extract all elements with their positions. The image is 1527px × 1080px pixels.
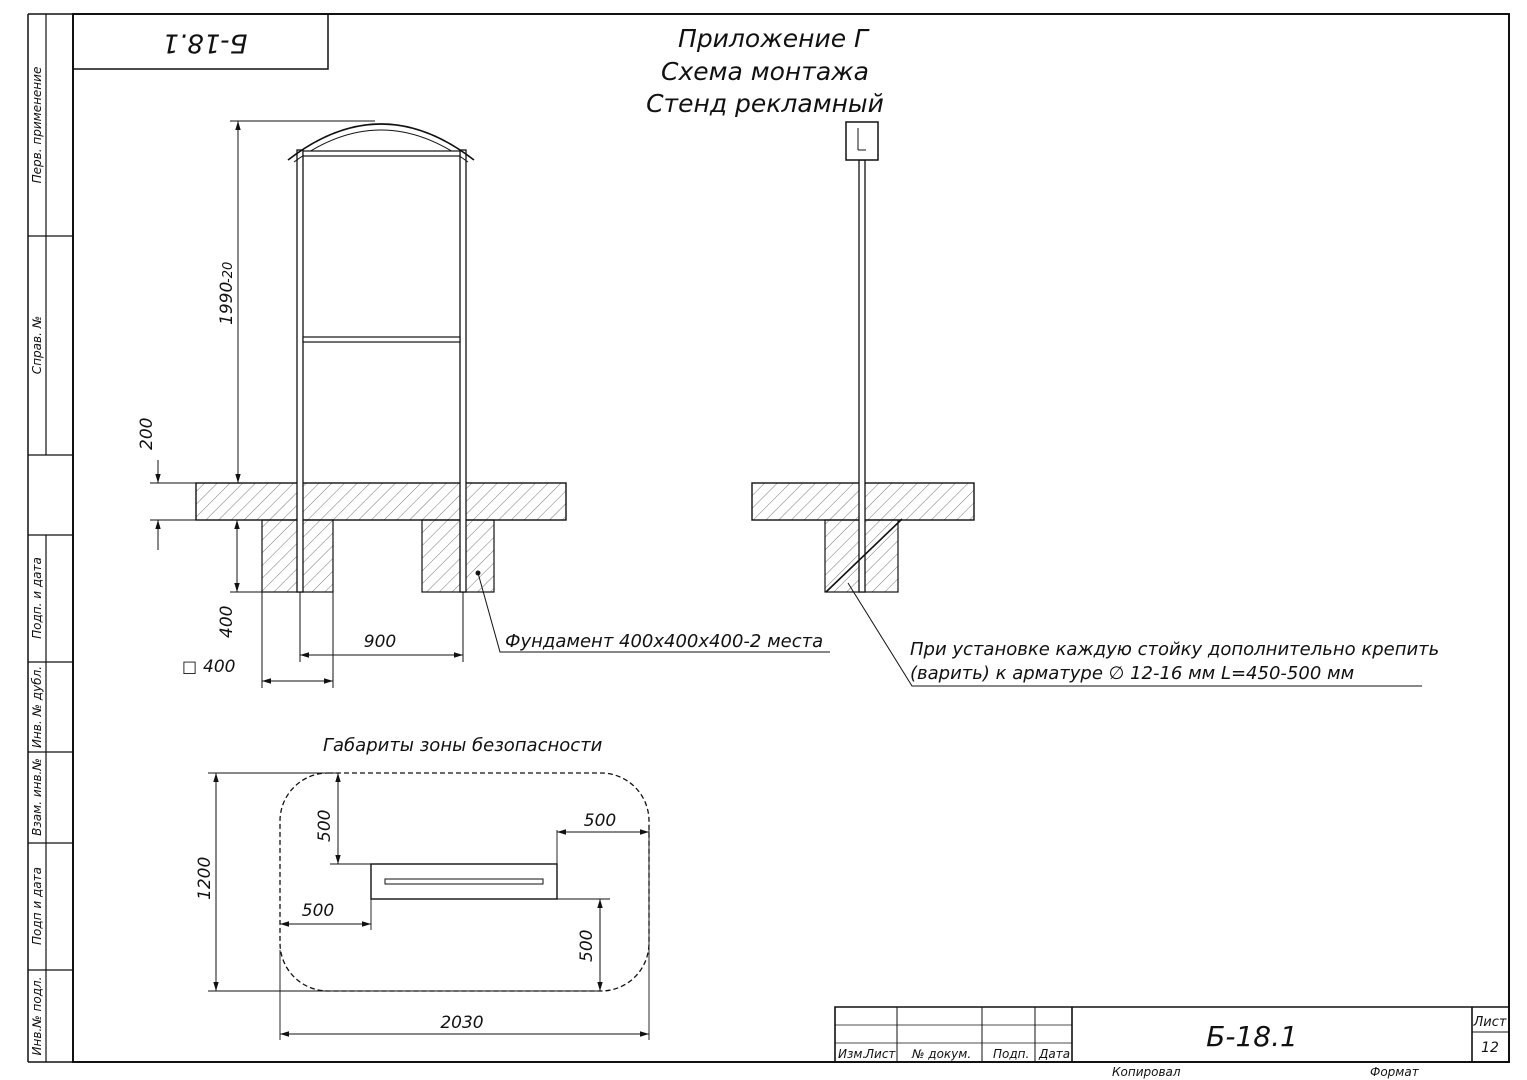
stand-plan-inner [384, 878, 544, 885]
side-labels: Перв. применение Справ. № Подп. и дата И… [30, 67, 44, 1056]
front-view [195, 123, 567, 593]
dim-400-depth: 400 [217, 606, 237, 638]
side-note-line-2: (варить) к арматуре ∅ 12-16 мм L=450-500… [910, 663, 1354, 684]
code-box-text: Б-18.1 [162, 28, 247, 58]
safety-zone-dim-text: 1200 2030 500 500 500 500 [195, 810, 616, 1033]
side-label-vzam: Взам. инв.№ [30, 758, 44, 836]
dim-200: 200 [137, 418, 157, 450]
foundation-note: Фундамент 400х400х400-2 места [505, 631, 823, 652]
panel-side-cap [845, 121, 879, 161]
drawing-title: Приложение Г Схема монтажа Стенд рекламн… [646, 24, 884, 118]
col-date: Дата [1038, 1047, 1070, 1061]
side-label-podp2: Подп и дата [30, 867, 44, 945]
ground-slab-front [195, 482, 567, 521]
side-note-line-1: При установке каждую стойку дополнительн… [910, 639, 1439, 660]
col-sign: Подп. [993, 1047, 1029, 1061]
title-block [834, 1006, 1509, 1062]
format-label: Формат [1370, 1065, 1420, 1079]
side-label-inv-dubl: Инв. № дубл. [30, 666, 44, 748]
dim-1990-tol: -20 [221, 262, 236, 283]
col-list: Лист [864, 1047, 896, 1061]
dim-bottom-500: 500 [577, 930, 597, 962]
safety-zone [208, 772, 650, 1040]
dim-1200: 1200 [195, 857, 215, 900]
crossbar-middle [302, 336, 461, 343]
sheet-number: 12 [1481, 1040, 1499, 1056]
dim-left-500: 500 [302, 901, 334, 921]
post-side [858, 159, 866, 593]
sheet-frame [27, 13, 1510, 1063]
front-view-dim-text: 1990 -20 200 400 900 □ 400 Фундамент 400… [137, 262, 823, 677]
col-doc: № докум. [911, 1047, 971, 1061]
foundation-right [421, 519, 495, 593]
crossbar-top [302, 150, 461, 157]
copied-label: Копировал [1112, 1065, 1181, 1079]
side-label-perv: Перв. применение [30, 67, 44, 184]
dim-400-base: 400 [203, 657, 235, 677]
title-block-text: Изм. Лист № докум. Подп. Дата Б-18.1 Лис… [838, 1015, 1507, 1079]
dim-top-500: 500 [315, 810, 335, 842]
safety-zone-title: Габариты зоны безопасности [323, 735, 603, 756]
col-izm: Изм. [838, 1047, 866, 1061]
side-view-note: При установке каждую стойку дополнительн… [910, 639, 1439, 684]
post-right [459, 149, 467, 593]
title-line-1: Приложение Г [678, 24, 870, 53]
designation: Б-18.1 [1206, 1020, 1298, 1053]
dim-1990: 1990 [217, 282, 237, 325]
side-label-inv-podl: Инв.№ подл. [30, 977, 44, 1056]
sheet-label: Лист [1473, 1015, 1507, 1030]
post-left [296, 149, 304, 593]
title-line-2: Схема монтажа [661, 57, 869, 86]
dim-2030: 2030 [440, 1013, 483, 1033]
square-symbol: □ [182, 657, 197, 676]
side-label-sprav: Справ. № [30, 316, 44, 374]
arch-top [287, 123, 475, 161]
front-view-dimensions [150, 120, 830, 688]
side-label-podp1: Подп. и дата [30, 557, 44, 639]
stand-plan [370, 863, 558, 900]
side-view [751, 121, 1422, 687]
dim-900: 900 [364, 632, 396, 652]
title-line-3: Стенд рекламный [646, 89, 884, 118]
dim-right-500: 500 [584, 811, 616, 831]
